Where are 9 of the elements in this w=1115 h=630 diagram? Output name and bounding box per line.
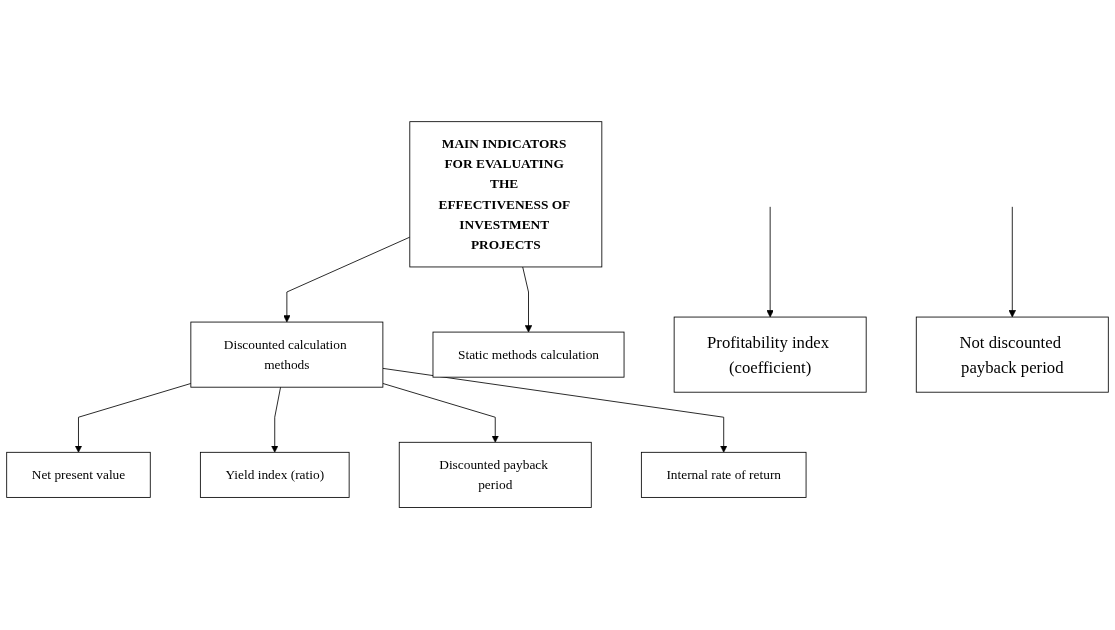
node-box: Profitability index (coefficient) bbox=[673, 317, 867, 394]
node-box: Not discounted payback period bbox=[915, 317, 1109, 394]
node-box: Discounted payback period bbox=[398, 442, 592, 509]
node-box: Static methods calculation bbox=[432, 332, 625, 379]
node-box: Internal rate of return bbox=[640, 452, 807, 499]
node-box: Net present value bbox=[6, 452, 151, 499]
node-box: MAIN INDICATORS FOR EVALUATING THE EFFECTIVENESS OF INVESTMENT PROJECTS bbox=[409, 121, 603, 268]
node-box: Yield index (ratio) bbox=[199, 452, 350, 499]
node-box: Discounted calculation methods bbox=[190, 322, 384, 389]
